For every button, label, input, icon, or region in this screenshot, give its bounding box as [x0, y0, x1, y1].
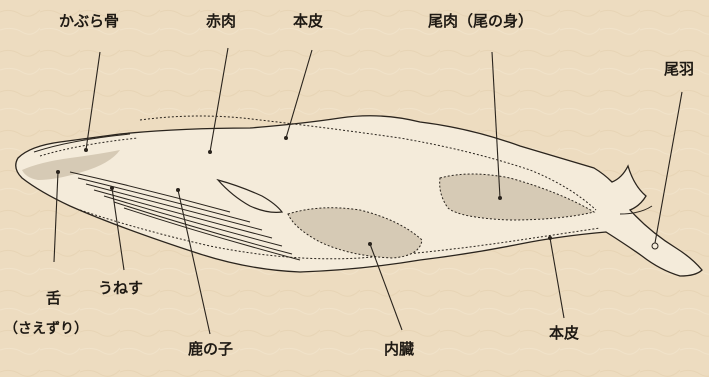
label-red-meat: 赤肉 [206, 12, 237, 30]
leader-lines [53, 47, 683, 335]
label-tail-meat: 尾肉（尾の身） [428, 12, 534, 30]
ventral-pleats [69, 171, 301, 261]
leader-kanoko [177, 189, 211, 335]
label-tongue: 舌 [46, 289, 62, 307]
leader-akaniku [209, 47, 229, 153]
red-meat-boundary [139, 115, 597, 211]
label-skin-top: 本皮 [293, 12, 324, 30]
label-kabura-bone: かぶら骨 [59, 12, 120, 30]
leader-shita [53, 171, 59, 263]
flipper [216, 178, 284, 213]
tail-fin-line [619, 205, 653, 215]
label-innards: 内臓 [384, 340, 415, 358]
leader-dots [56, 136, 552, 246]
leader-unesu [111, 187, 125, 271]
leader-honkawa-top [285, 49, 313, 139]
tail-fin-marker [651, 242, 659, 250]
kabura-bone-line [33, 133, 131, 153]
leader-obane [654, 91, 683, 244]
leader-honkawa-bottom [549, 237, 565, 319]
leader-naizou [369, 243, 403, 331]
belly-boundary [79, 209, 601, 260]
label-skin-bottom: 本皮 [549, 324, 580, 342]
label-saezuri: （さえずり） [4, 321, 88, 337]
leader-oniku [491, 51, 501, 199]
tail-meat-region [439, 173, 596, 221]
label-tail-fin: 尾羽 [664, 60, 695, 78]
leader-kabura [85, 51, 101, 151]
label-kanoko: 鹿の子 [188, 340, 234, 358]
tongue-region [22, 150, 120, 180]
whale-body [15, 115, 703, 277]
label-unesu: うねす [98, 279, 144, 297]
kabura-bone-line-dotted [39, 137, 139, 157]
innards-region [287, 207, 423, 259]
